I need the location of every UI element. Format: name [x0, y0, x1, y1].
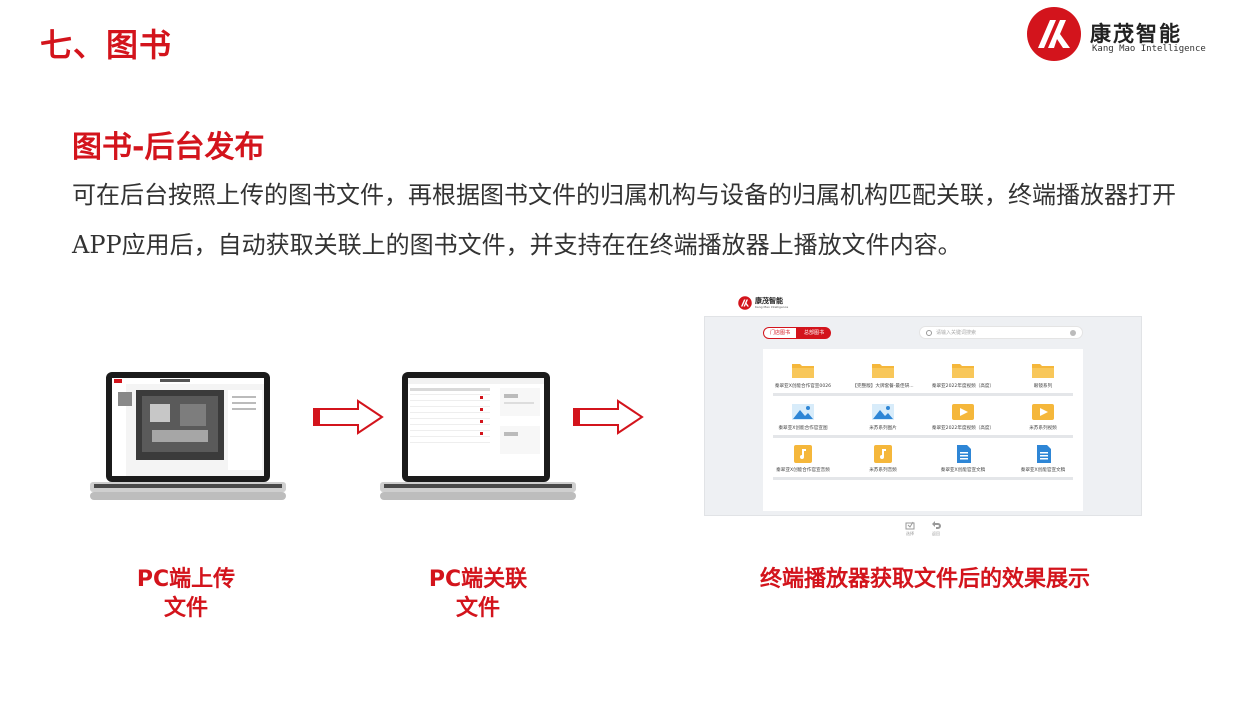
- laptop-associate-image: [380, 372, 576, 500]
- back-label: 返回: [932, 531, 940, 536]
- row-divider: [773, 393, 1073, 396]
- file-item-label: 秦翠亚X创能合作官宣图: [778, 426, 828, 431]
- section-title: 七、图书: [40, 26, 173, 64]
- select-icon: [905, 521, 915, 530]
- terminal-screen: 门店图书 总部图书 请输入关键词搜索 秦翠亚X创能合作官宣0026 【完整版】大…: [704, 316, 1142, 516]
- search-placeholder: 请输入关键词搜索: [936, 330, 977, 336]
- file-item[interactable]: 米苏系列音频: [843, 443, 923, 483]
- file-grid: 秦翠亚X创能合作官宣0026 【完整版】大牌套餐-最佳研... 秦翠亚2022年…: [763, 349, 1083, 511]
- brand-logo-icon: [1027, 7, 1081, 61]
- arrow-right-icon: [573, 399, 644, 435]
- tab-store-books[interactable]: 门店图书: [763, 327, 798, 339]
- terminal-tabs: 门店图书 总部图书: [763, 327, 832, 339]
- clear-icon[interactable]: [1070, 330, 1076, 336]
- folder-icon: [952, 364, 974, 378]
- tab-hq-books[interactable]: 总部图书: [797, 327, 832, 339]
- document-icon: [1037, 445, 1051, 463]
- file-item-label: 米苏系列图片: [869, 426, 897, 431]
- file-item[interactable]: 秦翠亚2022年度视频（高度）: [923, 359, 1003, 399]
- file-item-label: 【完整版】大牌套餐-最佳研...: [852, 384, 914, 389]
- search-input[interactable]: 请输入关键词搜索: [919, 326, 1083, 339]
- caption-line: 文件: [455, 596, 500, 621]
- file-item[interactable]: 秦翠亚X创能官宣文稿: [1003, 443, 1083, 483]
- folder-icon: [792, 364, 814, 378]
- file-item-label: 秦翠亚2022年度视频（高度）: [931, 384, 995, 389]
- file-item-label: 秦翠亚X创能官宣文稿: [940, 468, 986, 473]
- folder-icon: [872, 364, 894, 378]
- file-item-label: 米苏系列音频: [869, 468, 897, 473]
- file-item-label: 秦翠亚X创能合作官宣0026: [774, 384, 832, 389]
- file-item[interactable]: 米苏系列视频: [1003, 401, 1083, 441]
- terminal-brand-cn: 康茂智能: [755, 297, 783, 305]
- file-item-label: 眼镜系列: [1033, 384, 1053, 389]
- caption-terminal-display: 终端播放器获取文件后的效果展示: [759, 567, 1090, 592]
- select-button[interactable]: 选择: [900, 520, 920, 540]
- caption-pc-upload: PC端上传 文件: [116, 565, 256, 623]
- terminal-brand-logo: 康茂智能 Kang Mao Intelligence: [738, 296, 818, 312]
- file-item-label: 秦翠亚2022年度视频（高度）: [931, 426, 995, 431]
- music-icon: [874, 445, 892, 463]
- video-icon: [952, 404, 974, 420]
- image-icon: [792, 404, 814, 420]
- folder-icon: [1032, 364, 1054, 378]
- caption-line: PC端关联: [428, 567, 528, 592]
- search-icon: [926, 330, 932, 336]
- description: 可在后台按照上传的图书文件，再根据图书文件的归属机构与设备的归属机构匹配关联，终…: [72, 181, 1176, 259]
- brand-name-en: Kang Mao Intelligence: [1092, 44, 1206, 54]
- image-icon: [872, 404, 894, 420]
- file-item[interactable]: 秦翠亚X创能合作官宣0026: [763, 359, 843, 399]
- file-item[interactable]: 秦翠亚X创能合作官宣音频: [763, 443, 843, 483]
- sub-title: 图书-后台发布: [72, 130, 265, 165]
- back-icon: [932, 521, 941, 529]
- file-item-label: 秦翠亚X创能官宣文稿: [1020, 468, 1066, 473]
- arrow-right-icon: [313, 399, 384, 435]
- brand-name-cn: 康茂智能: [1090, 22, 1182, 46]
- brand-logo: 康茂智能 Kang Mao Intelligence: [1026, 6, 1226, 62]
- row-divider: [773, 477, 1073, 480]
- file-item[interactable]: 秦翠亚X创能合作官宣图: [763, 401, 843, 441]
- music-icon: [794, 445, 812, 463]
- select-label: 选择: [906, 531, 914, 536]
- terminal-brand-en: Kang Mao Intelligence: [755, 305, 789, 309]
- file-item[interactable]: 秦翠亚X创能官宣文稿: [923, 443, 1003, 483]
- file-item[interactable]: 米苏系列图片: [843, 401, 923, 441]
- video-icon: [1032, 404, 1054, 420]
- brand-logo-icon: [738, 296, 752, 310]
- document-icon: [957, 445, 971, 463]
- caption-line: PC端上传: [136, 567, 236, 592]
- file-item-label: 米苏系列视频: [1029, 426, 1057, 431]
- caption-line: 文件: [163, 596, 208, 621]
- caption-pc-associate: PC端关联 文件: [408, 565, 548, 623]
- back-button[interactable]: 返回: [926, 520, 946, 540]
- file-item[interactable]: 眼镜系列: [1003, 359, 1083, 399]
- terminal-screenshot: 康茂智能 Kang Mao Intelligence 门店图书 总部图书 请输入…: [704, 292, 1142, 542]
- file-item-label: 秦翠亚X创能合作官宣音频: [776, 468, 830, 473]
- file-item[interactable]: 【完整版】大牌套餐-最佳研...: [843, 359, 923, 399]
- file-item[interactable]: 秦翠亚2022年度视频（高度）: [923, 401, 1003, 441]
- laptop-upload-image: [90, 372, 286, 500]
- row-divider: [773, 435, 1073, 438]
